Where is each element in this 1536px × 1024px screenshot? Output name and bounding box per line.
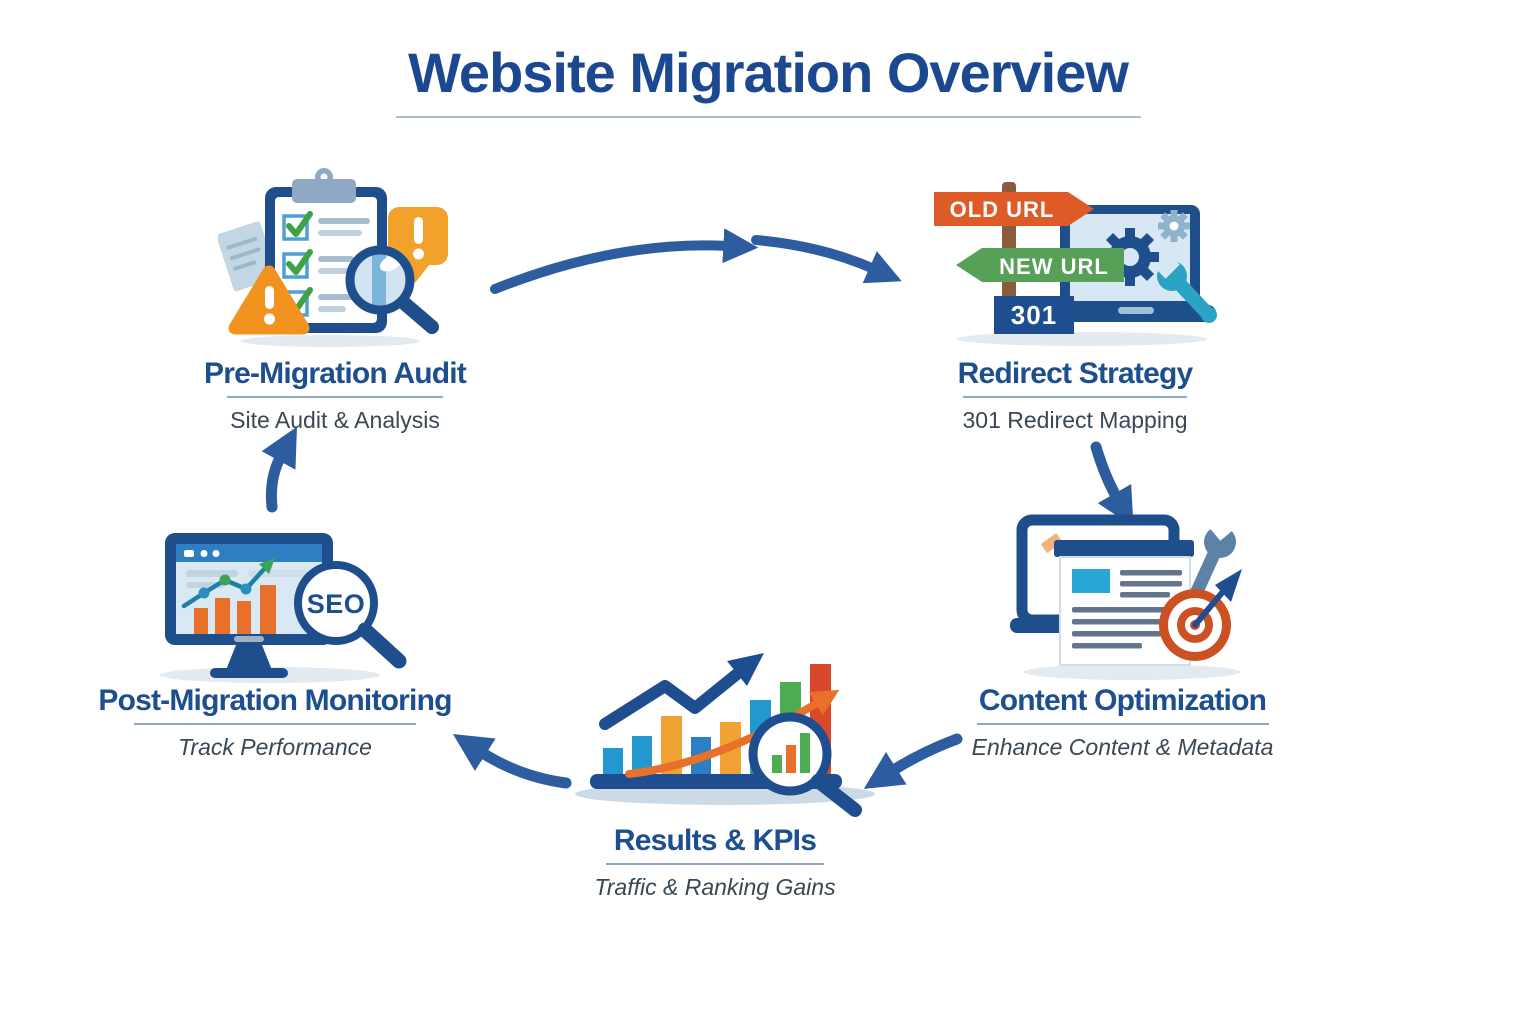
growth-zigzag-arrow	[599, 653, 764, 730]
speech-bubble-alert-icon	[388, 207, 448, 283]
monitor-slot	[234, 636, 264, 642]
stage-title-underline	[227, 396, 443, 398]
page-title: Website Migration Overview	[408, 41, 1129, 104]
stage-text-block: Pre-Migration Audit Site Audit & Analysi…	[170, 357, 500, 433]
laptop-base-notch	[1118, 307, 1154, 314]
screen-bars	[194, 585, 276, 634]
warning-triangle-icon	[228, 265, 310, 335]
stage-title: Redirect Strategy	[957, 357, 1194, 390]
stage-title: Results & KPIs	[613, 824, 817, 857]
redirect-strategy-icon: OLD URL NEW URL 301	[934, 182, 1217, 346]
checklist-row	[282, 211, 370, 241]
301-sign: 301	[994, 296, 1074, 334]
checklist-row	[282, 249, 354, 279]
arrow-results-to-monitoring	[452, 733, 572, 789]
old-url-sign: OLD URL	[934, 192, 1094, 226]
magnifier-icon	[345, 245, 439, 334]
stage-title: Post-Migration Monitoring	[98, 684, 452, 717]
stage-title-underline	[606, 863, 824, 865]
stage-title-underline	[963, 396, 1187, 398]
browser-bar	[176, 544, 322, 562]
stage-title-underline	[134, 723, 416, 725]
document-text-lines	[1072, 570, 1182, 649]
arrow-audit-to-redirect-a	[490, 228, 759, 294]
magnifier-icon	[748, 712, 862, 817]
results-kpis-icon	[575, 653, 875, 817]
stage-subtitle: 301 Redirect Mapping	[962, 407, 1188, 433]
stage-title: Content Optimization	[978, 684, 1267, 717]
header: Website Migration Overview	[0, 42, 1536, 118]
stage-text-block: Content Optimization Enhance Content & M…	[955, 684, 1290, 760]
arrow-redirect-to-content	[1090, 441, 1134, 527]
svg-text:301: 301	[1011, 300, 1057, 330]
signpost-icon: OLD URL NEW URL 301	[934, 182, 1124, 334]
stage-results-kpis: Results & KPIs Traffic & Ranking Gains	[550, 642, 880, 912]
svg-text:OLD URL: OLD URL	[950, 197, 1055, 222]
monitor-icon	[165, 533, 333, 678]
monitor-base	[210, 668, 288, 678]
arrow-monitoring-to-audit	[261, 426, 297, 513]
seo-magnifier-icon: SEO	[294, 561, 407, 669]
icon-shadow	[240, 335, 420, 347]
stage-text-block: Post-Migration Monitoring Track Performa…	[90, 684, 460, 760]
stage-text-block: Results & KPIs Traffic & Ranking Gains	[550, 824, 880, 900]
stage-pre-migration-audit: Pre-Migration Audit Site Audit & Analysi…	[170, 155, 500, 450]
monitor-stand	[226, 645, 272, 670]
document-image-block	[1072, 569, 1110, 593]
arrow-audit-to-redirect-b	[751, 235, 902, 284]
wrench-icon	[1154, 253, 1217, 323]
new-url-sign: NEW URL	[956, 248, 1124, 282]
post-migration-monitoring-icon: SEO	[160, 533, 407, 683]
dart-icon	[1192, 569, 1242, 628]
browser-dots	[184, 550, 220, 557]
content-optimization-icon	[1010, 514, 1242, 680]
icon-shadow	[957, 332, 1207, 346]
seo-badge: SEO	[307, 589, 366, 619]
stage-post-migration-monitoring: SEO Post-Migration Monitoring Track Perf…	[90, 512, 460, 772]
target-icon	[1159, 569, 1242, 661]
arrow-content-to-results	[863, 733, 963, 789]
screen-trend-line	[181, 558, 275, 609]
stage-redirect-strategy: OLD URL NEW URL 301 Redirect Strategy 30…	[915, 178, 1235, 448]
stage-subtitle: Track Performance	[178, 734, 372, 760]
stage-subtitle: Traffic & Ranking Gains	[594, 874, 836, 900]
title-underline	[395, 116, 1141, 118]
stage-title-underline	[976, 723, 1269, 725]
stage-subtitle: Site Audit & Analysis	[230, 407, 440, 433]
pre-migration-audit-icon	[218, 168, 448, 347]
small-gear-icon	[1158, 210, 1190, 242]
stage-subtitle: Enhance Content & Metadata	[971, 734, 1274, 760]
stage-content-optimization: Content Optimization Enhance Content & M…	[955, 512, 1290, 772]
mini-bars	[772, 733, 810, 773]
stage-title: Pre-Migration Audit	[203, 357, 467, 390]
icon-shadow	[1024, 664, 1240, 680]
svg-text:NEW URL: NEW URL	[999, 254, 1109, 279]
stage-text-block: Redirect Strategy 301 Redirect Mapping	[915, 357, 1235, 433]
sticky-note	[1040, 533, 1063, 554]
